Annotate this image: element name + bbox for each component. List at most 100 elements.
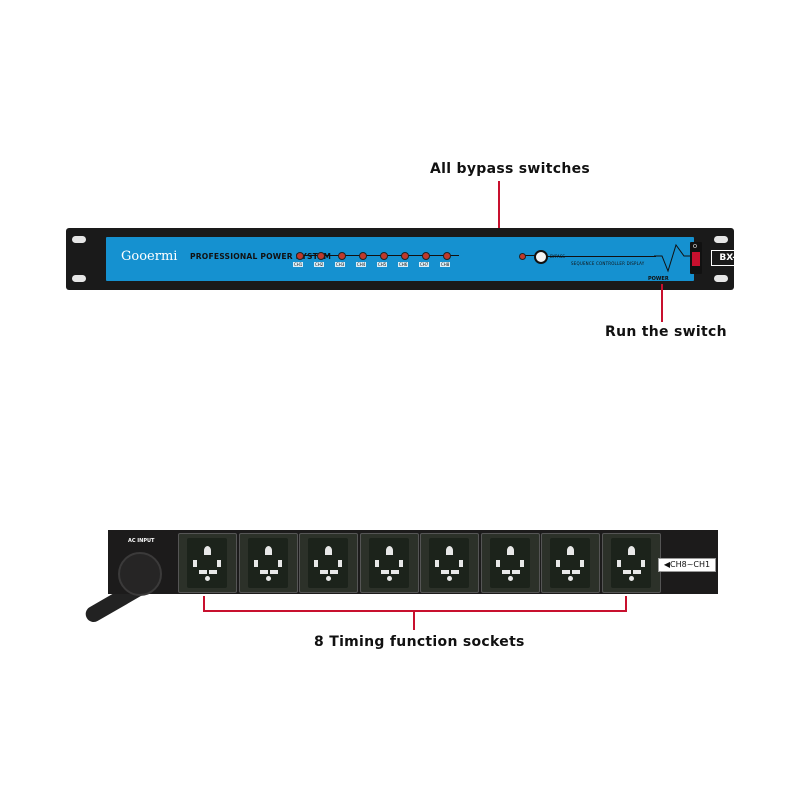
socket-face xyxy=(489,538,530,588)
system-title: PROFESSIONAL POWER SYSTEM xyxy=(190,252,332,261)
socket-pin xyxy=(264,546,272,555)
socket-pin xyxy=(447,576,452,581)
sockets-leader-line xyxy=(413,610,415,630)
bypass-callout: All bypass switches xyxy=(430,161,591,177)
channel-led-ch1 xyxy=(296,252,304,260)
socket-pin xyxy=(556,560,560,567)
timing-socket xyxy=(480,533,540,593)
socket-face xyxy=(610,538,651,588)
ac-input-plug xyxy=(118,552,162,596)
ac-input-label: AC INPUT xyxy=(128,538,155,544)
socket-pin xyxy=(325,546,332,555)
socket-pin xyxy=(627,546,635,555)
channel-led-ch2 xyxy=(317,252,325,260)
socket-pin xyxy=(519,560,524,567)
socket-pin xyxy=(451,570,459,574)
channel-led-ch6 xyxy=(401,252,409,260)
socket-pin xyxy=(446,546,453,555)
bypass-label: BYPASS xyxy=(550,254,565,259)
socket-pin xyxy=(217,560,221,567)
socket-face xyxy=(247,538,288,588)
bypass-connector-line xyxy=(524,255,536,256)
socket-pin xyxy=(265,576,271,581)
socket-pin xyxy=(269,570,278,574)
channel-label-ch1: CH1 xyxy=(293,262,304,267)
rack-ear-hole xyxy=(714,236,728,243)
socket-pin xyxy=(568,576,573,581)
socket-pin xyxy=(628,576,634,581)
channel-label-ch2: CH2 xyxy=(314,262,325,267)
socket-pin xyxy=(374,560,379,567)
socket-pin xyxy=(259,570,268,574)
socket-pin xyxy=(495,560,500,567)
socket-face xyxy=(308,538,348,588)
socket-pin xyxy=(209,570,217,574)
rear-panel: AC INPUT ◀CH8~CH1 xyxy=(108,530,718,594)
socket-pin xyxy=(390,570,399,574)
rack-ear-hole xyxy=(714,275,728,282)
socket-pin xyxy=(580,560,584,567)
socket-face xyxy=(187,538,227,588)
run-switch-callout: Run the switch xyxy=(605,324,727,340)
socket-face xyxy=(429,538,469,588)
socket-pin xyxy=(385,546,393,555)
channel-led-ch8 xyxy=(443,252,451,260)
channel-led-ch4 xyxy=(359,252,367,260)
channel-label-ch7: CH7 xyxy=(419,262,430,267)
socket-pin xyxy=(330,570,338,574)
power-label: POWER xyxy=(648,276,669,282)
timing-socket xyxy=(299,533,358,593)
timing-socket xyxy=(178,533,237,593)
timing-socket xyxy=(238,533,298,593)
socket-pin xyxy=(511,570,520,574)
socket-pin xyxy=(205,576,210,581)
socket-pin xyxy=(314,560,318,567)
channel-label-ch6: CH6 xyxy=(398,262,409,267)
socket-face xyxy=(550,538,590,588)
socket-pin xyxy=(193,560,197,567)
socket-pin xyxy=(380,570,389,574)
socket-pin xyxy=(507,576,513,581)
socket-pin xyxy=(435,560,439,567)
bypass-leader-line xyxy=(498,181,500,241)
ac-input-area: AC INPUT xyxy=(108,530,174,594)
socket-pin xyxy=(459,560,463,567)
sockets-callout: 8 Timing function sockets xyxy=(314,634,525,650)
channel-label-ch3: CH3 xyxy=(335,262,346,267)
socket-pin xyxy=(441,570,449,574)
channel-led-ch5 xyxy=(380,252,388,260)
socket-pin xyxy=(640,560,645,567)
socket-face xyxy=(368,538,409,588)
socket-pin xyxy=(562,570,570,574)
channel-label-ch8: CH8 xyxy=(440,262,451,267)
socket-pin xyxy=(320,570,328,574)
bypass-indicator-led xyxy=(519,253,526,260)
run-leader-line xyxy=(661,284,663,322)
rack-ear-hole xyxy=(72,275,86,282)
socket-pin xyxy=(572,570,580,574)
bypass-button[interactable] xyxy=(534,250,548,264)
zigzag-decoration xyxy=(654,243,694,273)
sockets-bracket xyxy=(203,596,627,612)
socket-pin xyxy=(622,570,631,574)
socket-pin xyxy=(253,560,258,567)
channel-label-ch5: CH5 xyxy=(377,262,388,267)
led-connector-line xyxy=(299,255,459,256)
socket-pin xyxy=(567,546,574,555)
model-label: BX-08 xyxy=(711,250,757,266)
timing-socket xyxy=(541,533,600,593)
socket-pin xyxy=(338,560,342,567)
socket-pin xyxy=(398,560,403,567)
rack-ear-hole xyxy=(72,236,86,243)
socket-pin xyxy=(204,546,211,555)
socket-pin xyxy=(326,576,331,581)
socket-pin xyxy=(506,546,514,555)
channel-led-ch3 xyxy=(338,252,346,260)
timing-socket xyxy=(601,533,661,593)
power-switch-off-mark: O xyxy=(693,244,697,250)
power-rocker[interactable] xyxy=(692,252,700,266)
power-switch[interactable]: O xyxy=(690,242,702,274)
channel-label-ch4: CH4 xyxy=(356,262,367,267)
